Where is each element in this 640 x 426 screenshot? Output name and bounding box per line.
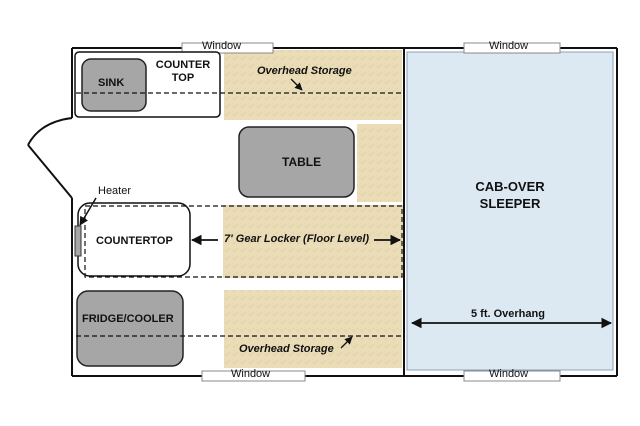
outer-walls	[71, 47, 618, 377]
counter-top-label-line2: TOP	[171, 72, 195, 84]
right-storage-strip	[357, 124, 402, 202]
cab-over-sleeper-area	[406, 51, 614, 371]
gear-locker-zone	[223, 205, 403, 278]
window-top-left-label: Window	[202, 40, 242, 52]
overhead-storage-top-zone	[224, 50, 402, 120]
cab-over-sleeper-label: CAB-OVER SLEEPER	[470, 180, 550, 210]
overhead-storage-top-label: Overhead Storage	[257, 65, 352, 77]
heater-label: Heater	[98, 185, 132, 197]
sink	[81, 58, 147, 112]
cab-over-label-line1: CAB-OVER	[475, 179, 545, 194]
window-top-right	[463, 42, 561, 54]
counter-top-label: COUNTER TOP	[148, 60, 218, 84]
heater-pointer-arrow	[79, 197, 97, 226]
fridge-cooler-label: FRIDGE/COOLER	[82, 313, 174, 325]
fridge-cooler	[76, 290, 184, 367]
window-top-left	[181, 42, 274, 54]
window-bottom-left	[201, 370, 306, 382]
overhead-storage-bottom-label: Overhead Storage	[239, 343, 334, 355]
window-top-right-label: Window	[489, 40, 529, 52]
window-bottom-right	[463, 370, 561, 382]
overhead-top-pointer-arrow	[290, 78, 303, 91]
countertop-label: COUNTERTOP	[96, 235, 173, 247]
table-label: TABLE	[282, 155, 322, 169]
sink-label: SINK	[98, 77, 125, 89]
window-bottom-left-label: Window	[231, 368, 271, 380]
table	[238, 126, 355, 198]
heater-unit	[74, 225, 82, 257]
entry-door	[27, 117, 73, 199]
overhead-storage-bottom-zone	[224, 290, 402, 368]
cab-over-label-line2: SLEEPER	[479, 196, 541, 211]
overhead-bottom-pointer-arrow	[340, 336, 353, 349]
counter-top-label-line1: COUNTER	[155, 59, 211, 71]
overhang-label: 5 ft. Overhang	[471, 308, 545, 320]
gear-locker-label: 7' Gear Locker (Floor Level)	[224, 233, 370, 245]
overhead-dashed-lines	[76, 92, 403, 337]
window-bottom-right-label: Window	[489, 368, 529, 380]
